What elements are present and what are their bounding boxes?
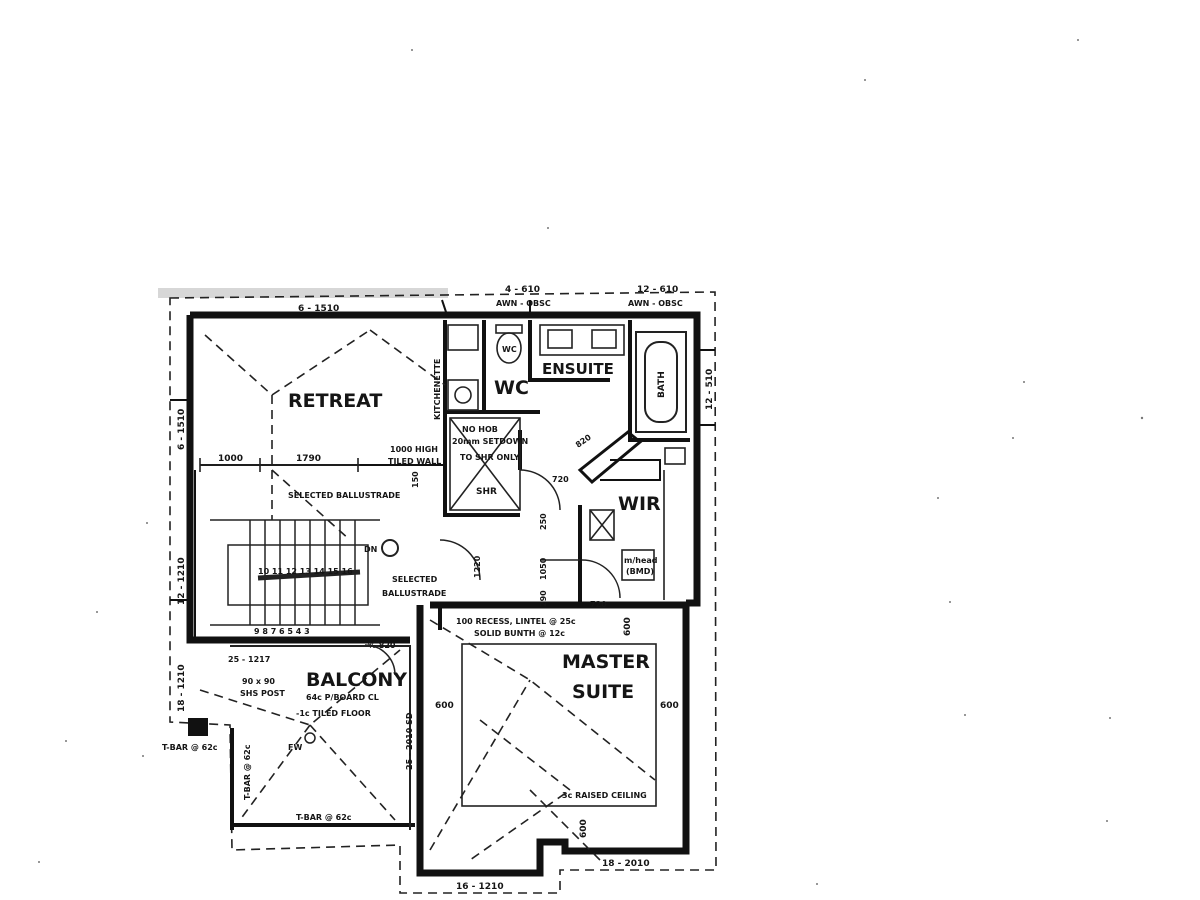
dim-720b: 720 xyxy=(590,600,607,609)
wir-fixtures xyxy=(589,447,686,600)
note-post-1: 90 x 90 xyxy=(242,677,275,686)
dim-600-bottom: 600 xyxy=(579,819,589,838)
note-tbar-left: T-BAR @ 62c xyxy=(162,743,218,752)
room-retreat-label: RETREAT xyxy=(288,390,382,412)
dim-top-mid: 4 - 610 xyxy=(505,285,540,295)
dim-right-bath: 12 - 510 xyxy=(705,369,715,410)
balcony-structure xyxy=(188,645,415,830)
note-balcony-1: 64c P/BOARD CL xyxy=(306,693,379,702)
note-tbar-bottom: T-BAR @ 62c xyxy=(296,813,352,822)
note-tbar-vert: T-BAR @ 62c xyxy=(243,744,252,800)
room-master-label-1: MASTER xyxy=(562,651,650,673)
dim-600-right: 600 xyxy=(660,701,679,711)
note-no-hob-2: 20mm SETDOWN xyxy=(452,437,528,446)
eave-dashed-outline xyxy=(169,291,717,894)
dim-balcony-side: 25 - 2010 SD xyxy=(405,712,414,770)
kitchenette-fixtures xyxy=(447,324,479,411)
note-wc-fixture: WC xyxy=(502,345,517,354)
dim-600-left: 600 xyxy=(435,701,454,711)
room-shr-label: SHR xyxy=(476,487,497,497)
dim-250: 250 xyxy=(539,513,548,530)
note-no-hob-1: NO HOB xyxy=(462,425,498,434)
note-post-2: SHS POST xyxy=(240,689,285,698)
note-wir-box-2: (BMD) xyxy=(626,567,654,576)
note-tiled-wall-2: TILED WALL xyxy=(388,457,441,466)
dim-bottom-2010: 18 - 2010 xyxy=(602,859,650,869)
ensuite-angled-wall xyxy=(577,430,661,485)
dim-retreat-1000: 1000 xyxy=(218,454,243,464)
note-balcony-2: -1c TILED FLOOR xyxy=(296,709,371,718)
ensuite-vanity xyxy=(539,324,625,356)
note-stairs-upper: 10 11 12 13 14 15 16 xyxy=(258,567,353,576)
note-awn-right: AWN - OBSC xyxy=(628,299,683,308)
dim-290: 290 xyxy=(539,590,548,607)
retreat-roof-lines xyxy=(204,329,446,541)
room-master-label-2: SUITE xyxy=(572,681,634,703)
shower-fixture xyxy=(449,417,521,511)
room-kitchenette-label: KITCHENETTE xyxy=(433,359,442,420)
dim-600-top: 600 xyxy=(623,617,633,636)
note-no-hob-3: TO SHR ONLY xyxy=(460,453,520,462)
room-wir-label: WIR xyxy=(618,493,661,515)
note-recess-2: SOLID BUNTH @ 12c xyxy=(474,629,565,638)
room-bath-label: BATH xyxy=(657,371,667,398)
note-recess-1: 100 RECESS, LINTEL @ 25c xyxy=(456,617,576,626)
scan-artifacts xyxy=(38,39,1144,885)
note-ballustrade-top: SELECTED BALLUSTRADE xyxy=(288,491,400,500)
window-markers xyxy=(170,299,715,601)
note-raised-ceiling: 3c RAISED CEILING xyxy=(562,791,647,800)
dim-retreat-1790: 1790 xyxy=(296,454,321,464)
dim-820b: % 820 xyxy=(368,641,396,650)
dim-left-upper: 6 - 1510 xyxy=(177,409,187,450)
dim-top-left: 6 - 1510 xyxy=(298,304,339,314)
staircase xyxy=(210,519,399,626)
toilet-fixture xyxy=(495,324,523,364)
note-tiled-wall-1: 1000 HIGH xyxy=(390,445,438,454)
note-wir-box-1: m/head xyxy=(624,556,658,565)
door-swings xyxy=(364,469,621,676)
dim-720a: 720 xyxy=(552,475,569,484)
room-wc-label: WC xyxy=(494,377,529,399)
note-awn-mid: AWN - OBSC xyxy=(496,299,551,308)
note-stairs-lower: 9 8 7 6 5 4 3 xyxy=(254,627,310,636)
dim-150: 150 xyxy=(411,471,420,488)
note-dn: DN xyxy=(364,545,377,554)
note-ballustrade-mid-1: SELECTED xyxy=(392,575,438,584)
dim-bottom-1210: 16 - 1210 xyxy=(456,882,504,892)
master-raised-ceiling xyxy=(429,619,657,861)
dim-left-lower: 18 - 1210 xyxy=(177,664,187,712)
dim-820: 820 xyxy=(574,432,593,449)
dim-1050: 1050 xyxy=(539,557,548,580)
note-ballustrade-mid-2: BALLUSTRADE xyxy=(382,589,446,598)
retreat-dimension-line xyxy=(199,458,360,472)
room-ensuite-label: ENSUITE xyxy=(542,360,614,378)
dim-left-mid: 12 - 1210 xyxy=(177,557,187,605)
scan-smudge xyxy=(158,288,448,298)
note-fw: FW xyxy=(288,743,302,752)
bath-fixture xyxy=(635,331,687,433)
room-balcony-label: BALCONY xyxy=(306,669,407,691)
dim-balcony-width: 25 - 1217 xyxy=(228,655,270,664)
dim-1220: 1220 xyxy=(473,555,482,578)
external-walls xyxy=(186,311,701,877)
dim-top-right: 12 - 610 xyxy=(637,285,678,295)
